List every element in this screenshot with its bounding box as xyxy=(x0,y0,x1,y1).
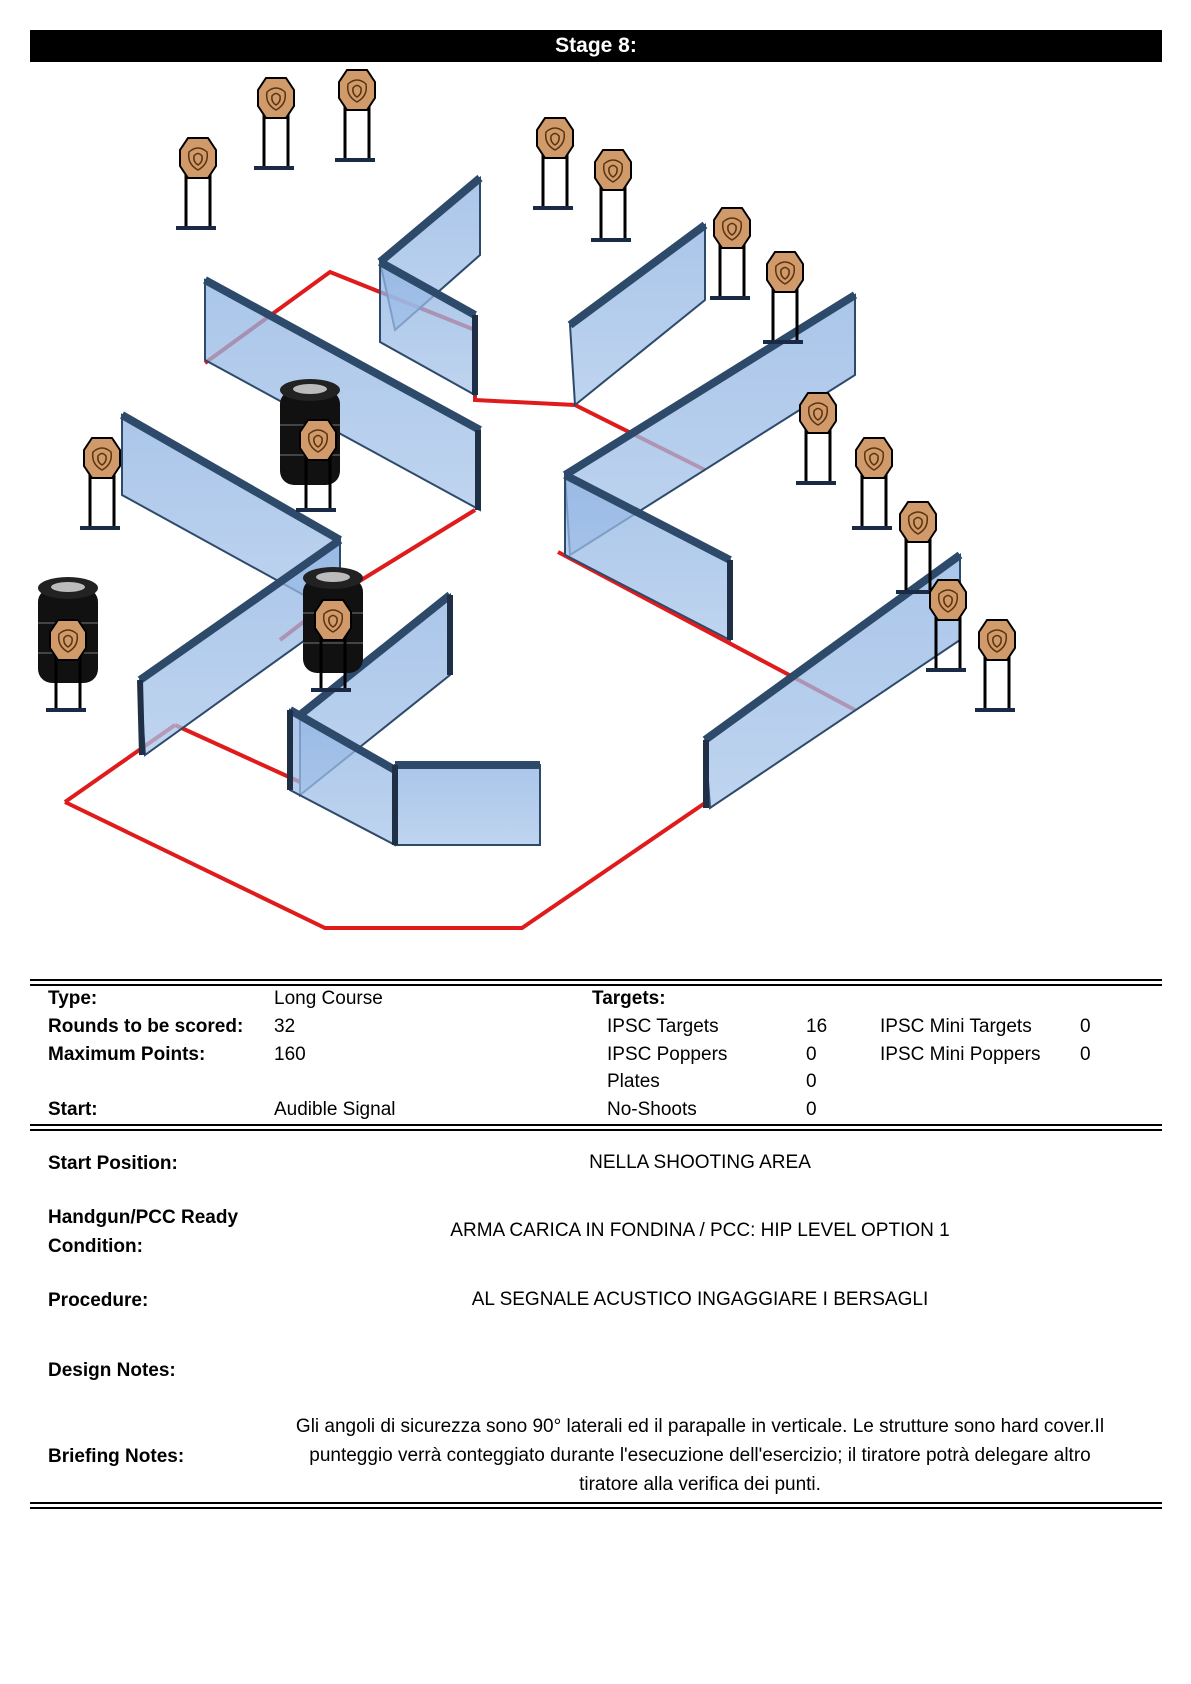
ipsc-target xyxy=(761,250,805,344)
barrier-wall xyxy=(567,221,708,329)
design-notes-label: Design Notes: xyxy=(48,1360,176,1381)
rounds-label: Rounds to be scored: xyxy=(48,1016,244,1037)
max-points-value: 160 xyxy=(274,1044,306,1065)
rounds-value: 32 xyxy=(274,1016,296,1037)
ipsc-mini-targets-label: IPSC Mini Targets xyxy=(880,1016,1032,1037)
ready-condition-label: Handgun/PCC Ready xyxy=(48,1207,239,1228)
ipsc-target xyxy=(973,618,1017,712)
ipsc-poppers-value: 0 xyxy=(806,1044,817,1065)
barrier-wall xyxy=(563,471,732,564)
no-shoots-value: 0 xyxy=(806,1099,817,1120)
barrier-wall xyxy=(137,679,145,756)
barrier-wall xyxy=(568,223,706,407)
barrier-wall xyxy=(288,706,397,774)
ready-condition-label: Condition: xyxy=(48,1236,143,1257)
plates-label: Plates xyxy=(607,1071,660,1092)
barrier-wall xyxy=(120,411,342,544)
ipsc-target xyxy=(794,391,838,485)
barrier-wall xyxy=(297,591,453,719)
ipsc-target xyxy=(894,500,938,594)
briefing-notes-value: Gli angoli di sicurezza sono 90° lateral… xyxy=(295,1416,1105,1495)
procedure-value: AL SEGNALE ACUSTICO INGAGGIARE I BERSAGL… xyxy=(471,1289,929,1310)
ipsc-mini-targets-value: 0 xyxy=(1080,1016,1091,1037)
info-bottom-rule xyxy=(30,1502,1162,1509)
ipsc-target xyxy=(252,76,296,170)
stage-title: Stage 8: xyxy=(30,30,1162,62)
ipsc-target xyxy=(333,68,377,162)
barrier-wall xyxy=(394,764,541,846)
barrier-wall xyxy=(562,291,858,479)
ipsc-target xyxy=(174,136,218,230)
stage-diagram xyxy=(37,68,1017,930)
info-top-rule xyxy=(30,979,1162,986)
ipsc-mini-poppers-value: 0 xyxy=(1080,1044,1091,1065)
type-label: Type: xyxy=(48,988,98,1009)
ipsc-targets-label: IPSC Targets xyxy=(607,1016,719,1037)
plates-value: 0 xyxy=(806,1071,817,1092)
barrier-wall xyxy=(377,174,483,266)
no-shoots-label: No-Shoots xyxy=(607,1099,697,1120)
ipsc-targets-value: 16 xyxy=(806,1016,828,1037)
barrier-wall xyxy=(203,276,482,434)
ipsc-target xyxy=(850,436,894,530)
targets-label: Targets: xyxy=(592,988,666,1009)
ipsc-mini-poppers-label: IPSC Mini Poppers xyxy=(880,1044,1041,1065)
start-position-label: Start Position: xyxy=(48,1153,178,1174)
ipsc-target xyxy=(589,148,633,242)
start-position-value: NELLA SHOOTING AREA xyxy=(589,1152,811,1173)
ipsc-target xyxy=(531,116,575,210)
briefing-notes-label: Briefing Notes: xyxy=(48,1446,185,1467)
start-label: Start: xyxy=(48,1099,98,1120)
start-value: Audible Signal xyxy=(274,1099,396,1120)
ipsc-target xyxy=(78,436,122,530)
ready-condition-value: ARMA CARICA IN FONDINA / PCC: HIP LEVEL … xyxy=(450,1220,950,1241)
barrier-wall xyxy=(378,258,477,319)
max-points-label: Maximum Points: xyxy=(48,1044,206,1065)
info-middle-rule xyxy=(30,1124,1162,1131)
barrier-wall xyxy=(702,551,963,744)
procedure-label: Procedure: xyxy=(48,1290,149,1311)
shooting-area-boundary xyxy=(174,723,301,784)
ipsc-target xyxy=(708,206,752,300)
type-value: Long Course xyxy=(274,988,383,1009)
shooting-area-boundary xyxy=(64,800,707,930)
barrier-wall xyxy=(137,536,343,684)
ipsc-poppers-label: IPSC Poppers xyxy=(607,1044,728,1065)
